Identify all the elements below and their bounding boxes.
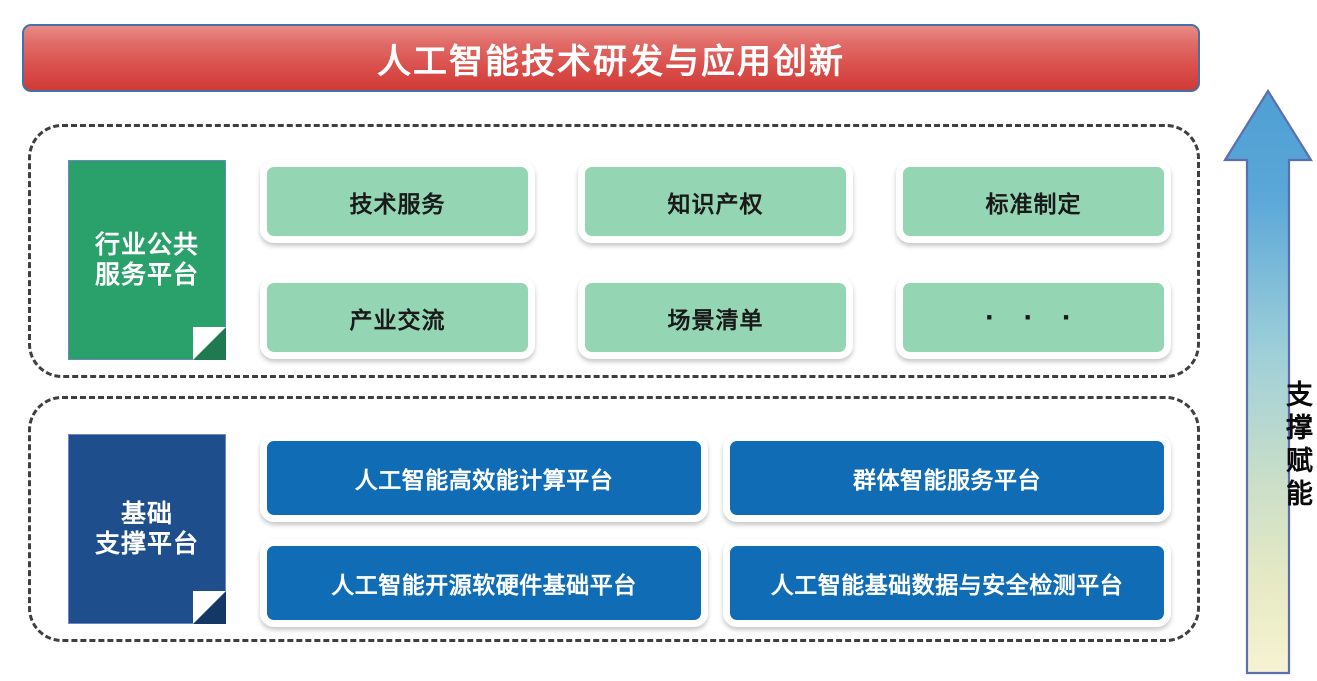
tile-label: 人工智能基础数据与安全检测平台 — [770, 572, 1124, 598]
tile-data-security-testing-platform[interactable]: 人工智能基础数据与安全检测平台 — [723, 539, 1171, 627]
category-card-label: 行业公共 服务平台 — [94, 230, 199, 290]
category-card-base-support[interactable]: 基础 支撑平台 — [68, 434, 227, 625]
arrow-up-icon — [1223, 88, 1313, 675]
tile-industry-exchange[interactable]: 产业交流 — [260, 276, 535, 359]
tile-label: 产业交流 — [349, 306, 446, 333]
tile-intellectual-property[interactable]: 知识产权 — [578, 160, 853, 243]
tile-swarm-intelligence-service-platform[interactable]: 群体智能服务平台 — [723, 434, 1171, 522]
tile-label: 标准制定 — [985, 190, 1082, 217]
tile-open-source-hardware-software-platform[interactable]: 人工智能开源软硬件基础平台 — [260, 539, 708, 627]
tile-scenario-list[interactable]: 场景清单 — [578, 276, 853, 359]
tile-label: 群体智能服务平台 — [853, 467, 1041, 493]
tile-high-performance-computing-platform[interactable]: 人工智能高效能计算平台 — [260, 434, 708, 522]
support-empowerment-arrow: 支撑赋能 — [1222, 88, 1314, 676]
folded-corner-flap-icon — [193, 327, 226, 360]
category-card-label: 基础 支撑平台 — [94, 499, 199, 559]
tile-more-ellipsis[interactable]: · · · — [896, 276, 1171, 359]
folded-corner-flap-icon — [193, 591, 226, 624]
tile-label: 技术服务 — [349, 190, 446, 217]
page-title: 人工智能技术研发与应用创新 — [377, 42, 845, 81]
tile-standard-setting[interactable]: 标准制定 — [896, 160, 1171, 243]
tile-label: 知识产权 — [667, 190, 764, 217]
card-background — [68, 160, 226, 360]
arrow-label-wrapper: 支撑赋能 — [1222, 380, 1314, 512]
arrow-label: 支撑赋能 — [1282, 380, 1312, 512]
tile-label: · · · — [985, 300, 1082, 334]
tile-label: 人工智能高效能计算平台 — [354, 467, 614, 493]
tile-label: 场景清单 — [667, 306, 764, 333]
tile-label: 人工智能开源软硬件基础平台 — [331, 572, 637, 598]
category-card-public-service[interactable]: 行业公共 服务平台 — [68, 160, 227, 361]
diagram-title-banner: 人工智能技术研发与应用创新 — [22, 24, 1200, 92]
tile-technical-service[interactable]: 技术服务 — [260, 160, 535, 243]
